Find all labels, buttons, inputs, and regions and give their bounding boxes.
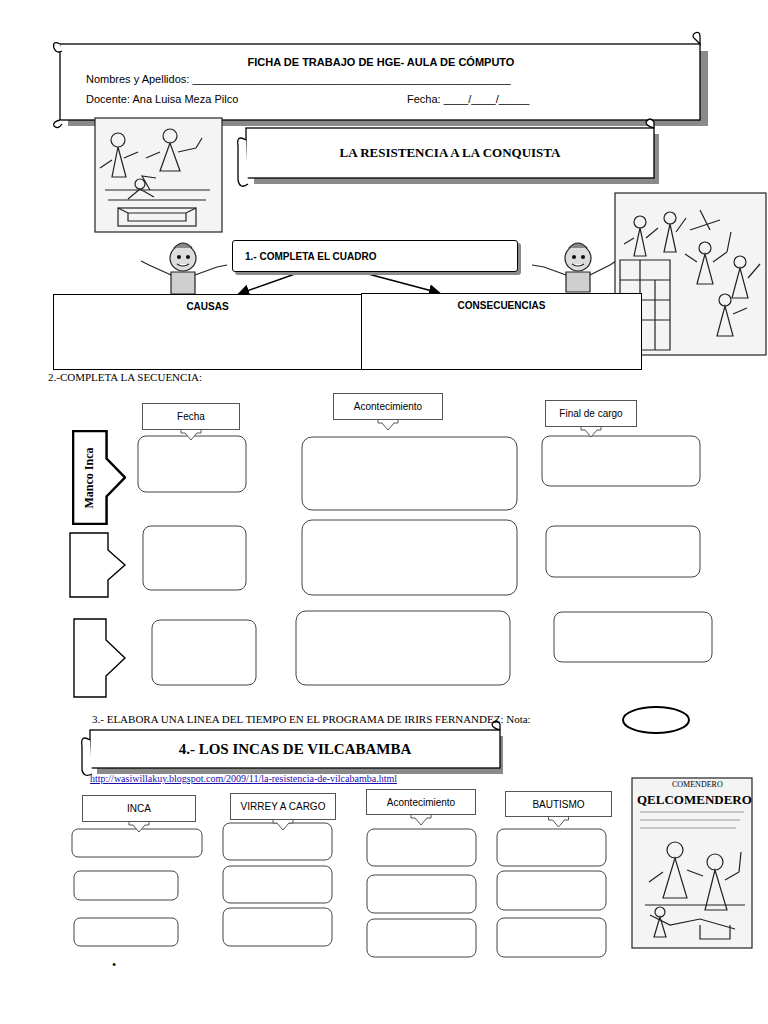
arrow-tab-shape xyxy=(73,431,125,524)
source-link: http://wasiwillakuy.blogspot.com/2009/11… xyxy=(90,773,397,784)
node-text: BAUTISMO xyxy=(532,799,584,810)
callout-pointer xyxy=(378,419,398,430)
column-header: BAUTISMO xyxy=(505,791,612,817)
callout-pointer xyxy=(411,814,431,825)
node-text: 1.- COMPLETA EL CUADRO xyxy=(245,251,376,262)
callout-pointer xyxy=(181,429,201,440)
arrow-connector xyxy=(238,272,300,294)
answer-box xyxy=(72,823,606,957)
grade-ellipse xyxy=(623,707,689,733)
node-text: VIRREY A CARGO xyxy=(241,801,326,812)
column-header: VIRREY A CARGO xyxy=(230,793,336,820)
image-caption: COMENDERO xyxy=(672,780,723,789)
title-scroll xyxy=(238,119,659,186)
table-cell: CAUSAS xyxy=(53,294,362,370)
node-text: Fecha xyxy=(177,411,205,422)
section-heading: 2.-COMPLETA LA SECUENCIA: xyxy=(48,371,202,383)
node-text: Manco Inca xyxy=(82,447,97,508)
instruction-box: 1.- COMPLETA EL CUADRO xyxy=(232,240,518,272)
title-banner: LA RESISTENCIA A LA CONQUISTA xyxy=(248,130,652,176)
callout-pointer xyxy=(129,821,149,832)
node-text: LA RESISTENCIA A LA CONQUISTA xyxy=(340,145,561,161)
form-field: Nombres y Apellidos: ___________________… xyxy=(86,73,511,85)
instruction-text: 3.- ELABORA UNA LINEA DEL TIEMPO EN EL P… xyxy=(92,713,531,725)
node-text: Acontecimiento xyxy=(387,797,455,808)
cartoon-child xyxy=(141,243,227,294)
callout-pointer xyxy=(549,816,569,827)
sheet-title: FICHA DE TRABAJO DE HGE- AULA DE CÓMPUTO xyxy=(62,56,700,68)
node-text: Final de cargo xyxy=(559,408,622,419)
node-text: 4.- LOS INCAS DE VILCABAMBA xyxy=(179,741,412,758)
column-header: Fecha xyxy=(142,403,240,430)
node-text: CONSECUENCIAS xyxy=(458,300,546,311)
node-text: INCA xyxy=(127,803,151,814)
callout-pointer xyxy=(581,426,601,437)
node-text: Acontecimiento xyxy=(354,401,422,412)
table-cell: CONSECUENCIAS xyxy=(361,293,642,370)
column-header: Acontecimiento xyxy=(333,393,443,420)
form-field: Fecha: ____/____/_____ xyxy=(407,93,529,105)
callout-pointer xyxy=(273,819,293,830)
column-header: Acontecimiento xyxy=(366,789,476,815)
answer-box xyxy=(138,436,712,685)
cartoon-child xyxy=(532,243,616,292)
encomendero-drawing xyxy=(632,778,752,948)
image-caption: QELCOMENDERO xyxy=(637,792,752,808)
section-scroll xyxy=(82,721,503,775)
node-text: CAUSAS xyxy=(186,301,228,312)
header-banner: FICHA DE TRABAJO DE HGE- AULA DE CÓMPUTO… xyxy=(62,45,700,120)
column-header: Final de cargo xyxy=(545,400,637,427)
colonial-drawing xyxy=(95,118,222,232)
column-header: INCA xyxy=(82,795,196,822)
arrow-connector xyxy=(361,272,440,293)
row-arrow-tab: Manco Inca xyxy=(72,430,126,525)
arrow-tab-outline xyxy=(72,430,126,525)
form-field: Docente: Ana Luisa Meza Pilco xyxy=(86,93,238,105)
row-arrow-tab xyxy=(70,533,125,697)
header-scroll xyxy=(54,32,708,127)
section-banner: 4.- LOS INCAS DE VILCABAMBA xyxy=(92,731,498,767)
bullet-mark: • xyxy=(112,958,116,973)
